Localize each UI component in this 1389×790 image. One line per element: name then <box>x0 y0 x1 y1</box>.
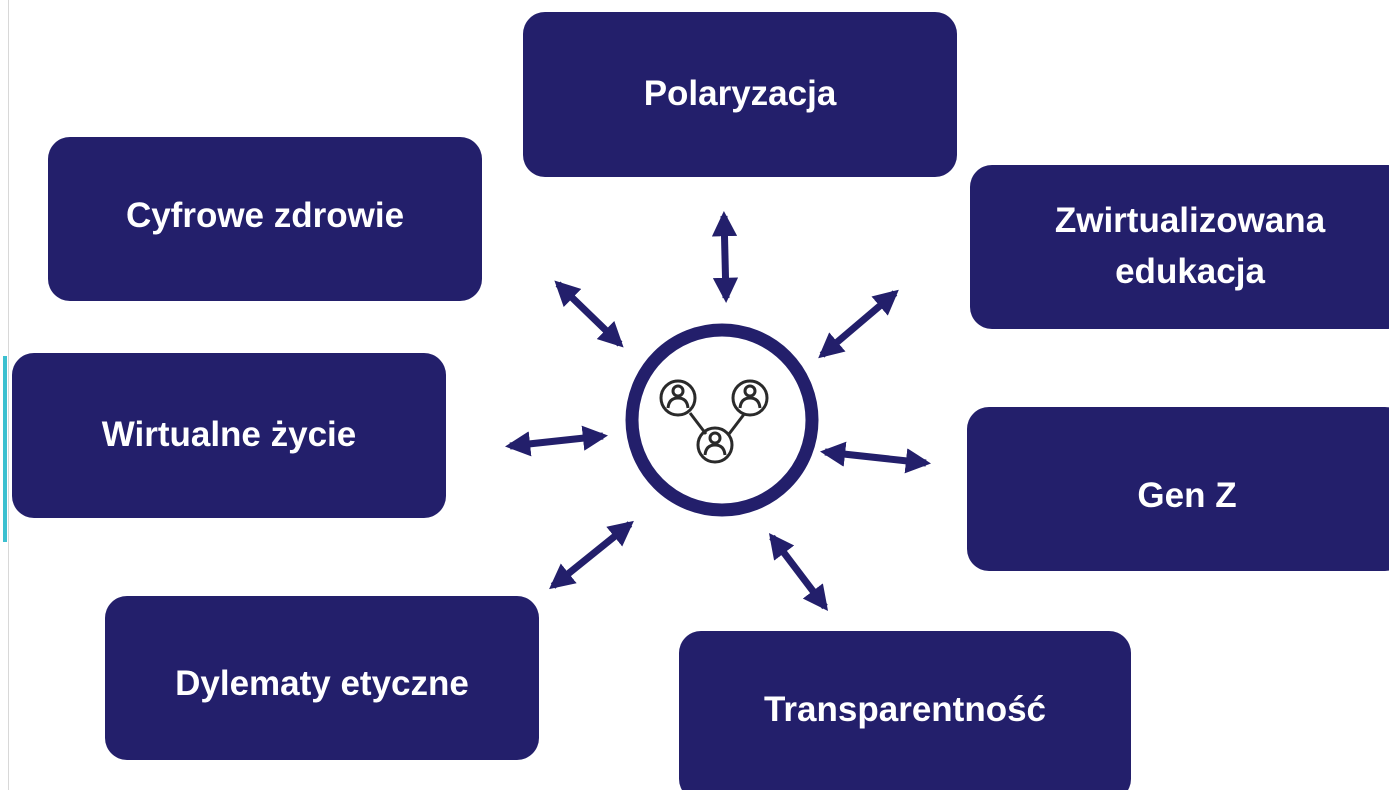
topic-label-cyfrowe-zdrowie: Cyfrowe zdrowie <box>125 195 405 235</box>
topic-box-gen-z: Gen Z <box>967 407 1389 571</box>
arrow-to-gen-z <box>819 441 932 474</box>
topic-label-zwirtualizowana-edukacja: Zwirtualizowana edukacja <box>1054 201 1326 291</box>
topic-box-zwirtualizowana-edukacja: Zwirtualizowana edukacja <box>970 165 1389 329</box>
person-icon <box>696 426 734 464</box>
topic-box-transparentnosc: Transparentność <box>679 631 1131 790</box>
topic-label-transparentnosc: Transparentność <box>763 689 1047 729</box>
person-icon <box>659 379 697 417</box>
topic-label-wirtualne-zycie: Wirtualne życie <box>101 415 357 455</box>
social-network-icon <box>625 323 819 517</box>
person-icon <box>731 379 769 417</box>
topic-label-polaryzacja: Polaryzacja <box>643 74 837 114</box>
arrow-to-cyfrowe-zdrowie <box>554 280 624 348</box>
topic-box-wirtualne-zycie: Wirtualne życie <box>12 353 446 518</box>
page-edge-line <box>8 0 9 790</box>
arrow-to-dylematy-etyczne <box>549 520 634 590</box>
topic-box-cyfrowe-zdrowie: Cyfrowe zdrowie <box>48 137 482 301</box>
topic-box-dylematy-etyczne: Dylematy etyczne <box>105 596 539 760</box>
arrow-to-wirtualne-zycie <box>504 425 609 457</box>
arrow-to-transparentnosc <box>768 532 829 612</box>
arrow-to-zwirtualizowana-edukacja <box>818 289 899 359</box>
accent-bar <box>3 356 7 542</box>
arrow-to-polaryzacja <box>711 210 739 304</box>
topic-label-dylematy-etyczne: Dylematy etyczne <box>175 663 469 703</box>
topic-box-polaryzacja: Polaryzacja <box>523 12 957 177</box>
topic-label-gen-z: Gen Z <box>1137 475 1237 515</box>
